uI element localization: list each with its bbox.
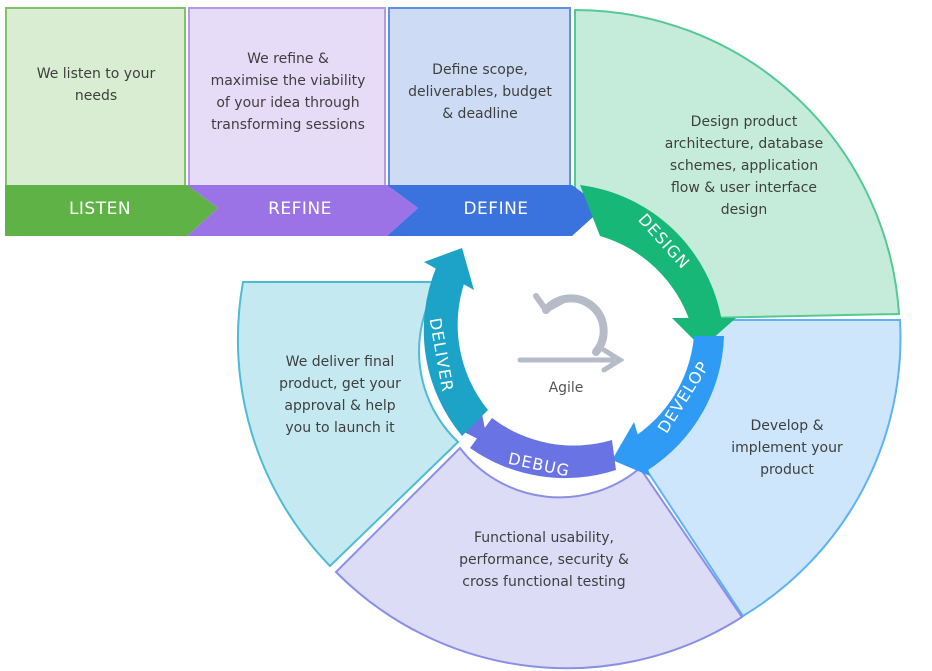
listen-description: We listen to your needs (37, 66, 156, 104)
agile-label: Agile (549, 380, 584, 396)
design-desc-line: flow & user interface (671, 180, 817, 196)
deliver-ring-arc (423, 268, 488, 436)
design-description: Design product architecture, database sc… (665, 114, 824, 218)
define-desc-line: & deadline (442, 106, 518, 122)
deliver-desc-line: approval & help (284, 398, 395, 414)
deliver-ring-arrowhead (424, 248, 474, 290)
define-desc-line: deliverables, budget (408, 84, 552, 100)
listen-label: LISTEN (69, 199, 131, 219)
deliver-description: We deliver final product, get your appro… (279, 354, 401, 436)
debug-desc-line: cross functional testing (462, 574, 625, 590)
refine-label: REFINE (268, 199, 332, 219)
refine-box (188, 7, 386, 189)
develop-desc-line: implement your (731, 440, 843, 456)
deliver-segment (236, 281, 460, 568)
deliver-desc-line: product, get your (279, 376, 401, 392)
refine-desc-line: maximise the viability (211, 73, 366, 89)
design-desc-line: Design product (691, 114, 798, 130)
define-box (388, 7, 571, 189)
design-desc-line: architecture, database (665, 136, 824, 152)
design-ring-arc (580, 185, 722, 322)
design-desc-line: schemes, application (670, 158, 818, 174)
refine-desc-line: transforming sessions (211, 117, 365, 133)
refine-arrow (187, 185, 418, 236)
listen-arrow (5, 185, 218, 236)
develop-desc-line: product (760, 462, 814, 478)
refine-description: We refine & maximise the viability of yo… (211, 51, 366, 133)
listen-desc-line: needs (75, 88, 117, 104)
develop-desc-line: Develop & (750, 418, 823, 434)
debug-ring-arc (470, 418, 616, 479)
debug-description: Functional usability, performance, secur… (459, 530, 629, 590)
define-desc-line: Define scope, (432, 62, 528, 78)
define-description: Define scope, deliverables, budget & dea… (408, 62, 552, 122)
agile-cycle-icon (517, 293, 625, 373)
develop-ring-arc (620, 336, 724, 470)
deliver-desc-line: We deliver final (286, 354, 395, 370)
define-label: DEFINE (463, 199, 528, 219)
debug-segment (334, 446, 744, 670)
deliver-desc-line: you to launch it (285, 420, 395, 436)
refine-desc-line: We refine & (247, 51, 329, 67)
design-ring-arrowhead (672, 318, 736, 348)
design-desc-line: design (721, 202, 767, 218)
define-arrow (387, 185, 603, 236)
debug-desc-line: performance, security & (459, 552, 629, 568)
listen-desc-line: We listen to your (37, 66, 156, 82)
develop-description: Develop & implement your product (731, 418, 843, 478)
develop-ring-arrowhead (612, 422, 650, 476)
debug-desc-line: Functional usability, (474, 530, 614, 546)
refine-desc-line: of your idea through (216, 95, 359, 111)
